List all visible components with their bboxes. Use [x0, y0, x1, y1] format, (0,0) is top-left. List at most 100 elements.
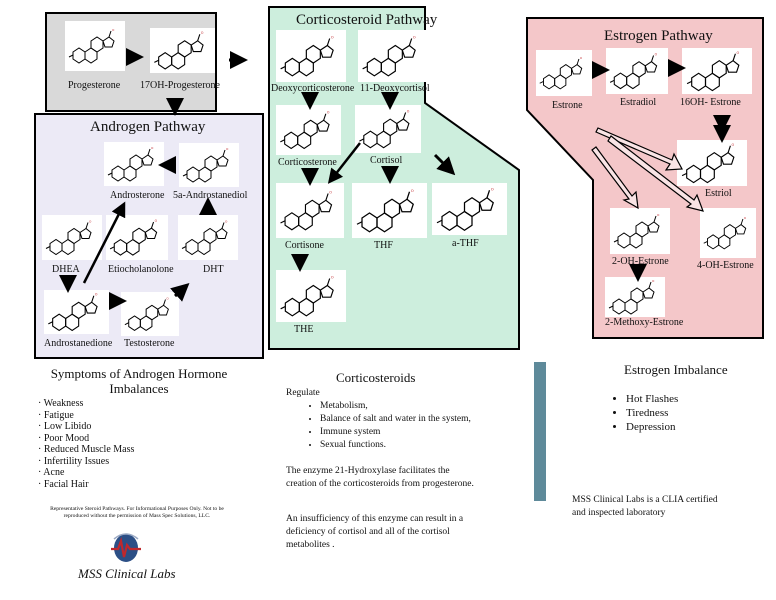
thf-structure: O: [352, 183, 427, 238]
estrone-structure: O: [536, 50, 592, 96]
the-structure: O: [276, 270, 346, 322]
molecule-label-dht: DHT: [203, 264, 224, 275]
svg-text:O: O: [331, 276, 334, 280]
estrogen-imbalance-list: Hot Flashes Tiredness Depression: [610, 392, 678, 434]
estrogen-symptom-item: Hot Flashes: [626, 392, 678, 406]
estrogen-symptom-item: Depression: [626, 420, 678, 434]
androgen-pathway-title: Androgen Pathway: [90, 119, 206, 135]
svg-text:O: O: [225, 220, 228, 224]
enzyme-paragraph: The enzyme 21-Hydroxylase facilitates th…: [286, 466, 474, 489]
molecule-label-11-deoxycortisol: 11-Deoxycortisol: [360, 83, 430, 94]
arrow-cortisol-to-a-thf: [433, 153, 456, 176]
svg-text:O: O: [166, 297, 169, 301]
androgen-symptoms-title: Symptoms of Androgen Hormone Imbalances: [50, 366, 228, 396]
molecule-label-5a-androstanediol: 5a-Androstanediol: [173, 190, 248, 201]
molecule-label-deoxycorticosterone: Deoxycorticosterone: [271, 83, 355, 94]
a-thf-structure: O: [432, 183, 507, 235]
insufficiency-paragraph: An insufficiency of this enzyme can resu…: [286, 514, 464, 550]
molecule-label-cortisone: Cortisone: [285, 240, 324, 251]
deoxycorticosterone-structure: O: [276, 30, 346, 82]
molecule-label-estriol: Estriol: [705, 188, 732, 199]
symptom-item: · Acne: [38, 467, 65, 478]
molecule-label-dhea: DHEA: [52, 264, 80, 275]
svg-text:O: O: [732, 143, 735, 147]
regulate-item: Metabolism,: [320, 400, 510, 413]
2-methoxy-estrone-structure: O: [605, 277, 665, 317]
svg-text:O: O: [655, 53, 658, 57]
molecule-label-testosterone: Testosterone: [124, 338, 175, 349]
testosterone-structure: O: [121, 292, 179, 336]
symptom-item: · Infertility Issues: [38, 455, 110, 467]
svg-text:O: O: [413, 36, 416, 40]
molecule-label-estradiol: Estradiol: [620, 97, 657, 108]
regulate-item: Immune system: [320, 426, 510, 439]
disclaimer-text: Representative Steroid Pathways. For Inf…: [50, 506, 224, 519]
svg-text:O: O: [327, 111, 330, 115]
estrogen-sidebar-bar: [534, 362, 546, 501]
molecule-label-androsterone: Androsterone: [110, 190, 165, 201]
svg-text:O: O: [411, 189, 414, 193]
corticosteroids-title: Corticosteroids: [336, 370, 416, 385]
svg-text:O: O: [112, 28, 115, 32]
estradiol-structure: O: [606, 48, 668, 94]
molecule-label-androstanedione: Androstanedione: [44, 338, 113, 349]
symptom-item: · Low Libido: [38, 421, 92, 432]
svg-text:O: O: [737, 51, 740, 55]
clia-note: MSS Clinical Labs is a CLIA certified an…: [572, 495, 718, 518]
progesterone-structure: O: [65, 21, 125, 71]
molecule-label-cortisol: Cortisol: [370, 155, 403, 166]
estrogen-imbalance-title: Estrogen Imbalance: [624, 362, 728, 377]
2-oh-estrone-structure: O: [610, 208, 670, 254]
androstanedione-structure: O: [44, 290, 109, 334]
17oh-progesterone-structure: O: [150, 28, 215, 73]
svg-text:O: O: [744, 216, 747, 220]
cortisone-structure: O: [276, 183, 344, 238]
symptom-item: · Fatigue: [38, 409, 74, 421]
molecule-label-2-oh-estrone: 2-OH-Estrone: [612, 256, 669, 267]
corticosteroids-list: Metabolism, Balance of salt and water in…: [300, 400, 510, 452]
arrow-estrone-to-4oh: [607, 135, 704, 212]
symptom-item: · Reduced Muscle Mass: [38, 444, 135, 455]
logo-text: MSS Clinical Labs: [78, 566, 176, 581]
svg-text:O: O: [201, 31, 204, 35]
svg-text:O: O: [226, 147, 229, 151]
symptom-item: · Poor Mood: [38, 432, 90, 444]
4-oh-estrone-structure: O: [700, 208, 756, 258]
mss-logo-icon: [111, 533, 141, 562]
arrow-testosterone-to-dht: [170, 282, 190, 302]
molecule-label-16oh-estrone: 16OH- Estrone: [680, 97, 741, 108]
molecule-label-etiocholanolone: Etiocholanolone: [108, 264, 174, 275]
16oh-estrone-structure: O: [682, 48, 752, 94]
dhea-structure: O: [42, 215, 102, 260]
symptom-item: · Facial Hair: [38, 478, 89, 490]
svg-text:O: O: [151, 146, 154, 150]
svg-text:O: O: [329, 191, 332, 195]
molecule-label-estrone: Estrone: [552, 100, 583, 111]
cortisol-structure: O: [355, 105, 421, 153]
estrogen-pathway-title: Estrogen Pathway: [604, 28, 713, 44]
androsterone-structure: O: [104, 142, 164, 186]
svg-text:O: O: [657, 213, 660, 217]
estrogen-pathway-panel: [526, 17, 764, 339]
svg-text:O: O: [491, 187, 494, 191]
molecule-label-thf: THF: [374, 240, 393, 251]
etiocholanolone-structure: O: [106, 215, 168, 260]
5a-androstanediol-structure: O: [179, 143, 239, 187]
arrow-androstanedione-to-etiocholanolone-long: [82, 201, 126, 284]
arrow-cortisol-to-cortisone: [327, 142, 361, 184]
corticosterone-structure: O: [276, 105, 341, 155]
molecule-label-4-oh-estrone: 4-OH-Estrone: [697, 260, 754, 271]
regulate-item: Balance of salt and water in the system,: [320, 413, 510, 426]
symptom-item: · Weakness: [38, 398, 84, 409]
regulate-item: Sexual functions.: [320, 439, 510, 452]
svg-text:O: O: [407, 110, 410, 114]
molecule-label-a-thf: a-THF: [452, 238, 479, 249]
svg-text:O: O: [580, 56, 583, 60]
svg-text:O: O: [89, 220, 92, 224]
molecule-label-2-methoxy-estrone: 2-Methoxy-Estrone: [605, 317, 684, 328]
arrow-estrone-to-2oh: [591, 146, 639, 210]
svg-text:O: O: [95, 293, 98, 297]
11-deoxycortisol-structure: O: [358, 30, 428, 82]
estriol-structure: O: [677, 140, 747, 186]
